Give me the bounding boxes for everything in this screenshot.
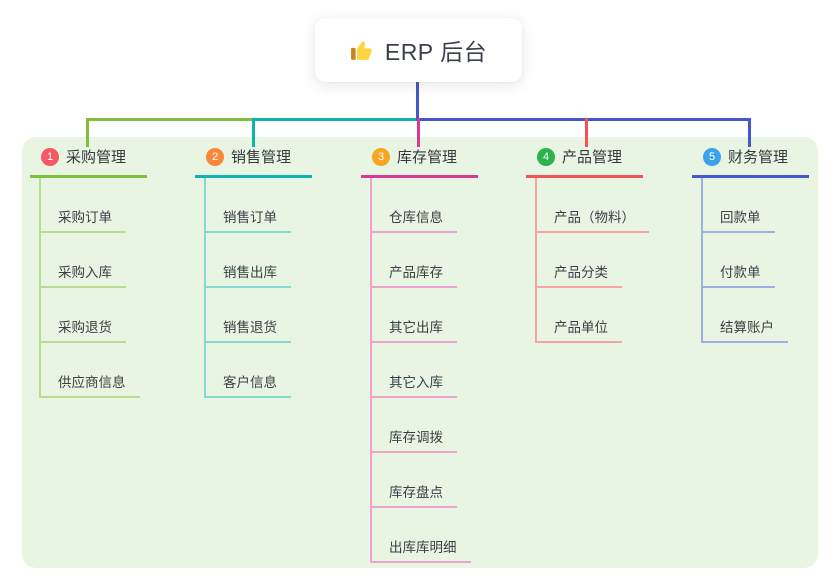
connector-drop-finance [748,118,751,147]
root-label: ERP 后台 [384,39,488,65]
branch-purchase: 1 采购管理 采购订单 采购入库 采购退货 供应商信息 [30,147,147,398]
child-node[interactable]: 产品分类 [537,233,622,288]
badge-2: 2 [206,147,224,166]
child-label: 销售退货 [223,320,277,335]
branch-finance: 5 财务管理 回款单 付款单 结算账户 [692,147,809,343]
child-node[interactable]: 产品库存 [372,233,457,288]
branch-product: 4 产品管理 产品（物料） 产品分类 产品单位 [526,147,649,343]
child-label: 库存调拨 [389,430,443,445]
child-label: 采购退货 [58,320,112,335]
child-node[interactable]: 其它入库 [372,343,457,398]
root-node[interactable]: ERP 后台 [315,18,522,82]
child-label: 销售出库 [223,265,277,280]
child-label: 采购入库 [58,265,112,280]
badge-5: 5 [703,147,721,166]
child-node[interactable]: 采购入库 [41,233,126,288]
child-node[interactable]: 其它出库 [372,288,457,343]
child-label: 产品分类 [554,265,608,280]
child-label: 出库库明细 [389,540,457,555]
child-node[interactable]: 采购订单 [41,178,126,233]
child-node[interactable]: 销售退货 [206,288,291,343]
child-label: 产品（物料） [554,210,635,225]
child-node[interactable]: 库存盘点 [372,453,457,508]
branch-title-finance[interactable]: 5 财务管理 [692,147,809,178]
child-label: 库存盘点 [389,485,443,500]
child-label: 结算账户 [720,320,774,335]
branch-label: 库存管理 [397,149,458,166]
child-node[interactable]: 库存调拨 [372,398,457,453]
badge-1: 1 [41,147,59,166]
child-label: 付款单 [720,265,761,280]
branch-label: 产品管理 [562,149,623,166]
branch-inventory: 3 库存管理 仓库信息 产品库存 其它出库 其它入库 库存调拨 库存盘点 出库库… [361,147,478,563]
child-node[interactable]: 采购退货 [41,288,126,343]
child-label: 产品库存 [389,265,443,280]
branch-label: 销售管理 [231,149,292,166]
child-node[interactable]: 产品单位 [537,288,622,343]
branches-panel [22,137,818,568]
connector-horizontal-finance [416,118,751,121]
branch-label: 财务管理 [728,149,789,166]
child-node[interactable]: 供应商信息 [41,343,140,398]
connector-horizontal-purchase [86,118,255,121]
branch-children: 产品（物料） 产品分类 产品单位 [535,178,649,343]
child-label: 回款单 [720,210,761,225]
branch-children: 仓库信息 产品库存 其它出库 其它入库 库存调拨 库存盘点 出库库明细 [370,178,478,563]
child-node[interactable]: 结算账户 [703,288,788,343]
child-node[interactable]: 销售订单 [206,178,291,233]
child-node[interactable]: 产品（物料） [537,178,649,233]
connector-drop-purchase [86,118,89,147]
connector-drop-inventory [417,118,420,147]
branch-children: 采购订单 采购入库 采购退货 供应商信息 [39,178,147,398]
branch-title-purchase[interactable]: 1 采购管理 [30,147,147,178]
child-node[interactable]: 回款单 [703,178,775,233]
child-label: 产品单位 [554,320,608,335]
branch-children: 回款单 付款单 结算账户 [701,178,809,343]
connector-root [416,82,419,120]
badge-4: 4 [537,147,555,166]
child-node[interactable]: 出库库明细 [372,508,471,563]
child-label: 采购订单 [58,210,112,225]
branch-title-inventory[interactable]: 3 库存管理 [361,147,478,178]
child-node[interactable]: 付款单 [703,233,775,288]
connector-drop-sales [252,118,255,147]
branch-title-product[interactable]: 4 产品管理 [526,147,643,178]
child-label: 销售订单 [223,210,277,225]
connector-horizontal-sales [252,118,419,121]
branch-children: 销售订单 销售出库 销售退货 客户信息 [204,178,312,398]
connector-drop-product [585,118,588,147]
child-label: 其它出库 [389,320,443,335]
branch-label: 采购管理 [66,149,127,166]
child-node[interactable]: 销售出库 [206,233,291,288]
child-node[interactable]: 客户信息 [206,343,291,398]
branch-sales: 2 销售管理 销售订单 销售出库 销售退货 客户信息 [195,147,312,398]
branch-title-sales[interactable]: 2 销售管理 [195,147,312,178]
child-label: 供应商信息 [58,375,126,390]
child-label: 客户信息 [223,375,277,390]
thumbs-up-icon [350,38,375,63]
badge-3: 3 [372,147,390,166]
child-label: 其它入库 [389,375,443,390]
child-label: 仓库信息 [389,210,443,225]
child-node[interactable]: 仓库信息 [372,178,457,233]
